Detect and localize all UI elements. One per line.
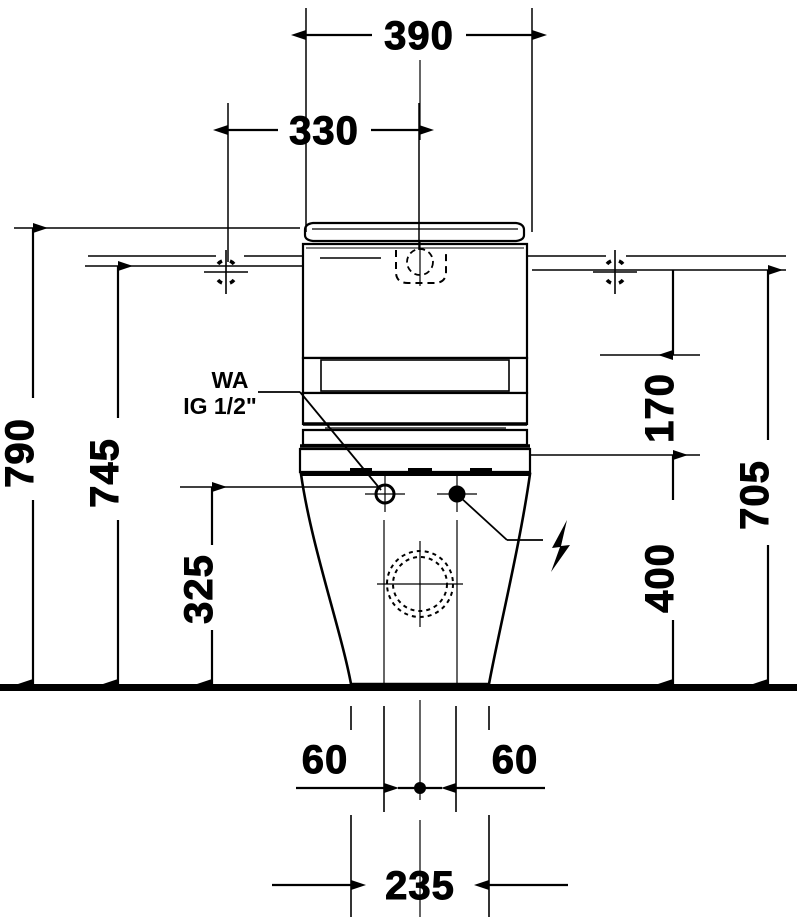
dimension-label-170: 170 [638,373,682,443]
dimension-790: 790 [0,223,48,689]
dimension-390: 390 [291,8,547,232]
note-label-ig: IG 1/2" [183,393,257,419]
dimension-label-390: 390 [384,14,454,58]
bowl-construction-lines [383,520,458,684]
dimension-170: 170 [638,270,683,443]
dimension-60-right: 60 [441,706,545,812]
fixing-centre-mark-left [204,250,248,294]
dimension-label-235: 235 [385,864,455,908]
cistern-lower-band [301,356,529,395]
dimension-label-790: 790 [0,418,42,488]
cistern-lid [303,221,526,243]
bowl-rim [301,391,529,429]
dimension-705: 705 [733,265,783,689]
dimension-label-60-left: 60 [302,738,349,782]
toilet-outline [298,221,532,686]
fixing-centre-mark-right [593,250,637,294]
cistern-body [301,242,529,360]
dimension-745: 745 [83,261,133,689]
dimension-label-60-right: 60 [492,738,539,782]
dimension-label-400: 400 [638,543,682,613]
note-label-wa: WA [211,367,248,393]
bowl-pedestal [299,472,532,686]
bowl-seat-band [298,428,532,481]
leader-electrical [459,496,543,541]
dimension-400: 400 [638,450,688,689]
right-witness-lines [530,269,786,456]
dimension-330: 330 [213,103,434,262]
dimension-label-325: 325 [177,554,221,624]
dimension-label-705: 705 [733,460,777,530]
centre-point-dot [398,782,442,794]
leader-water-supply [258,391,382,491]
dimension-label-330: 330 [289,109,359,153]
dimension-label-745: 745 [83,438,127,508]
waste-outlet-circle [377,541,463,627]
dimension-235: 235 [272,815,568,917]
floor-line [0,684,797,691]
dimension-325: 325 [177,482,227,689]
dimension-60-left: 60 [296,706,399,812]
lightning-bolt-icon [551,520,570,572]
